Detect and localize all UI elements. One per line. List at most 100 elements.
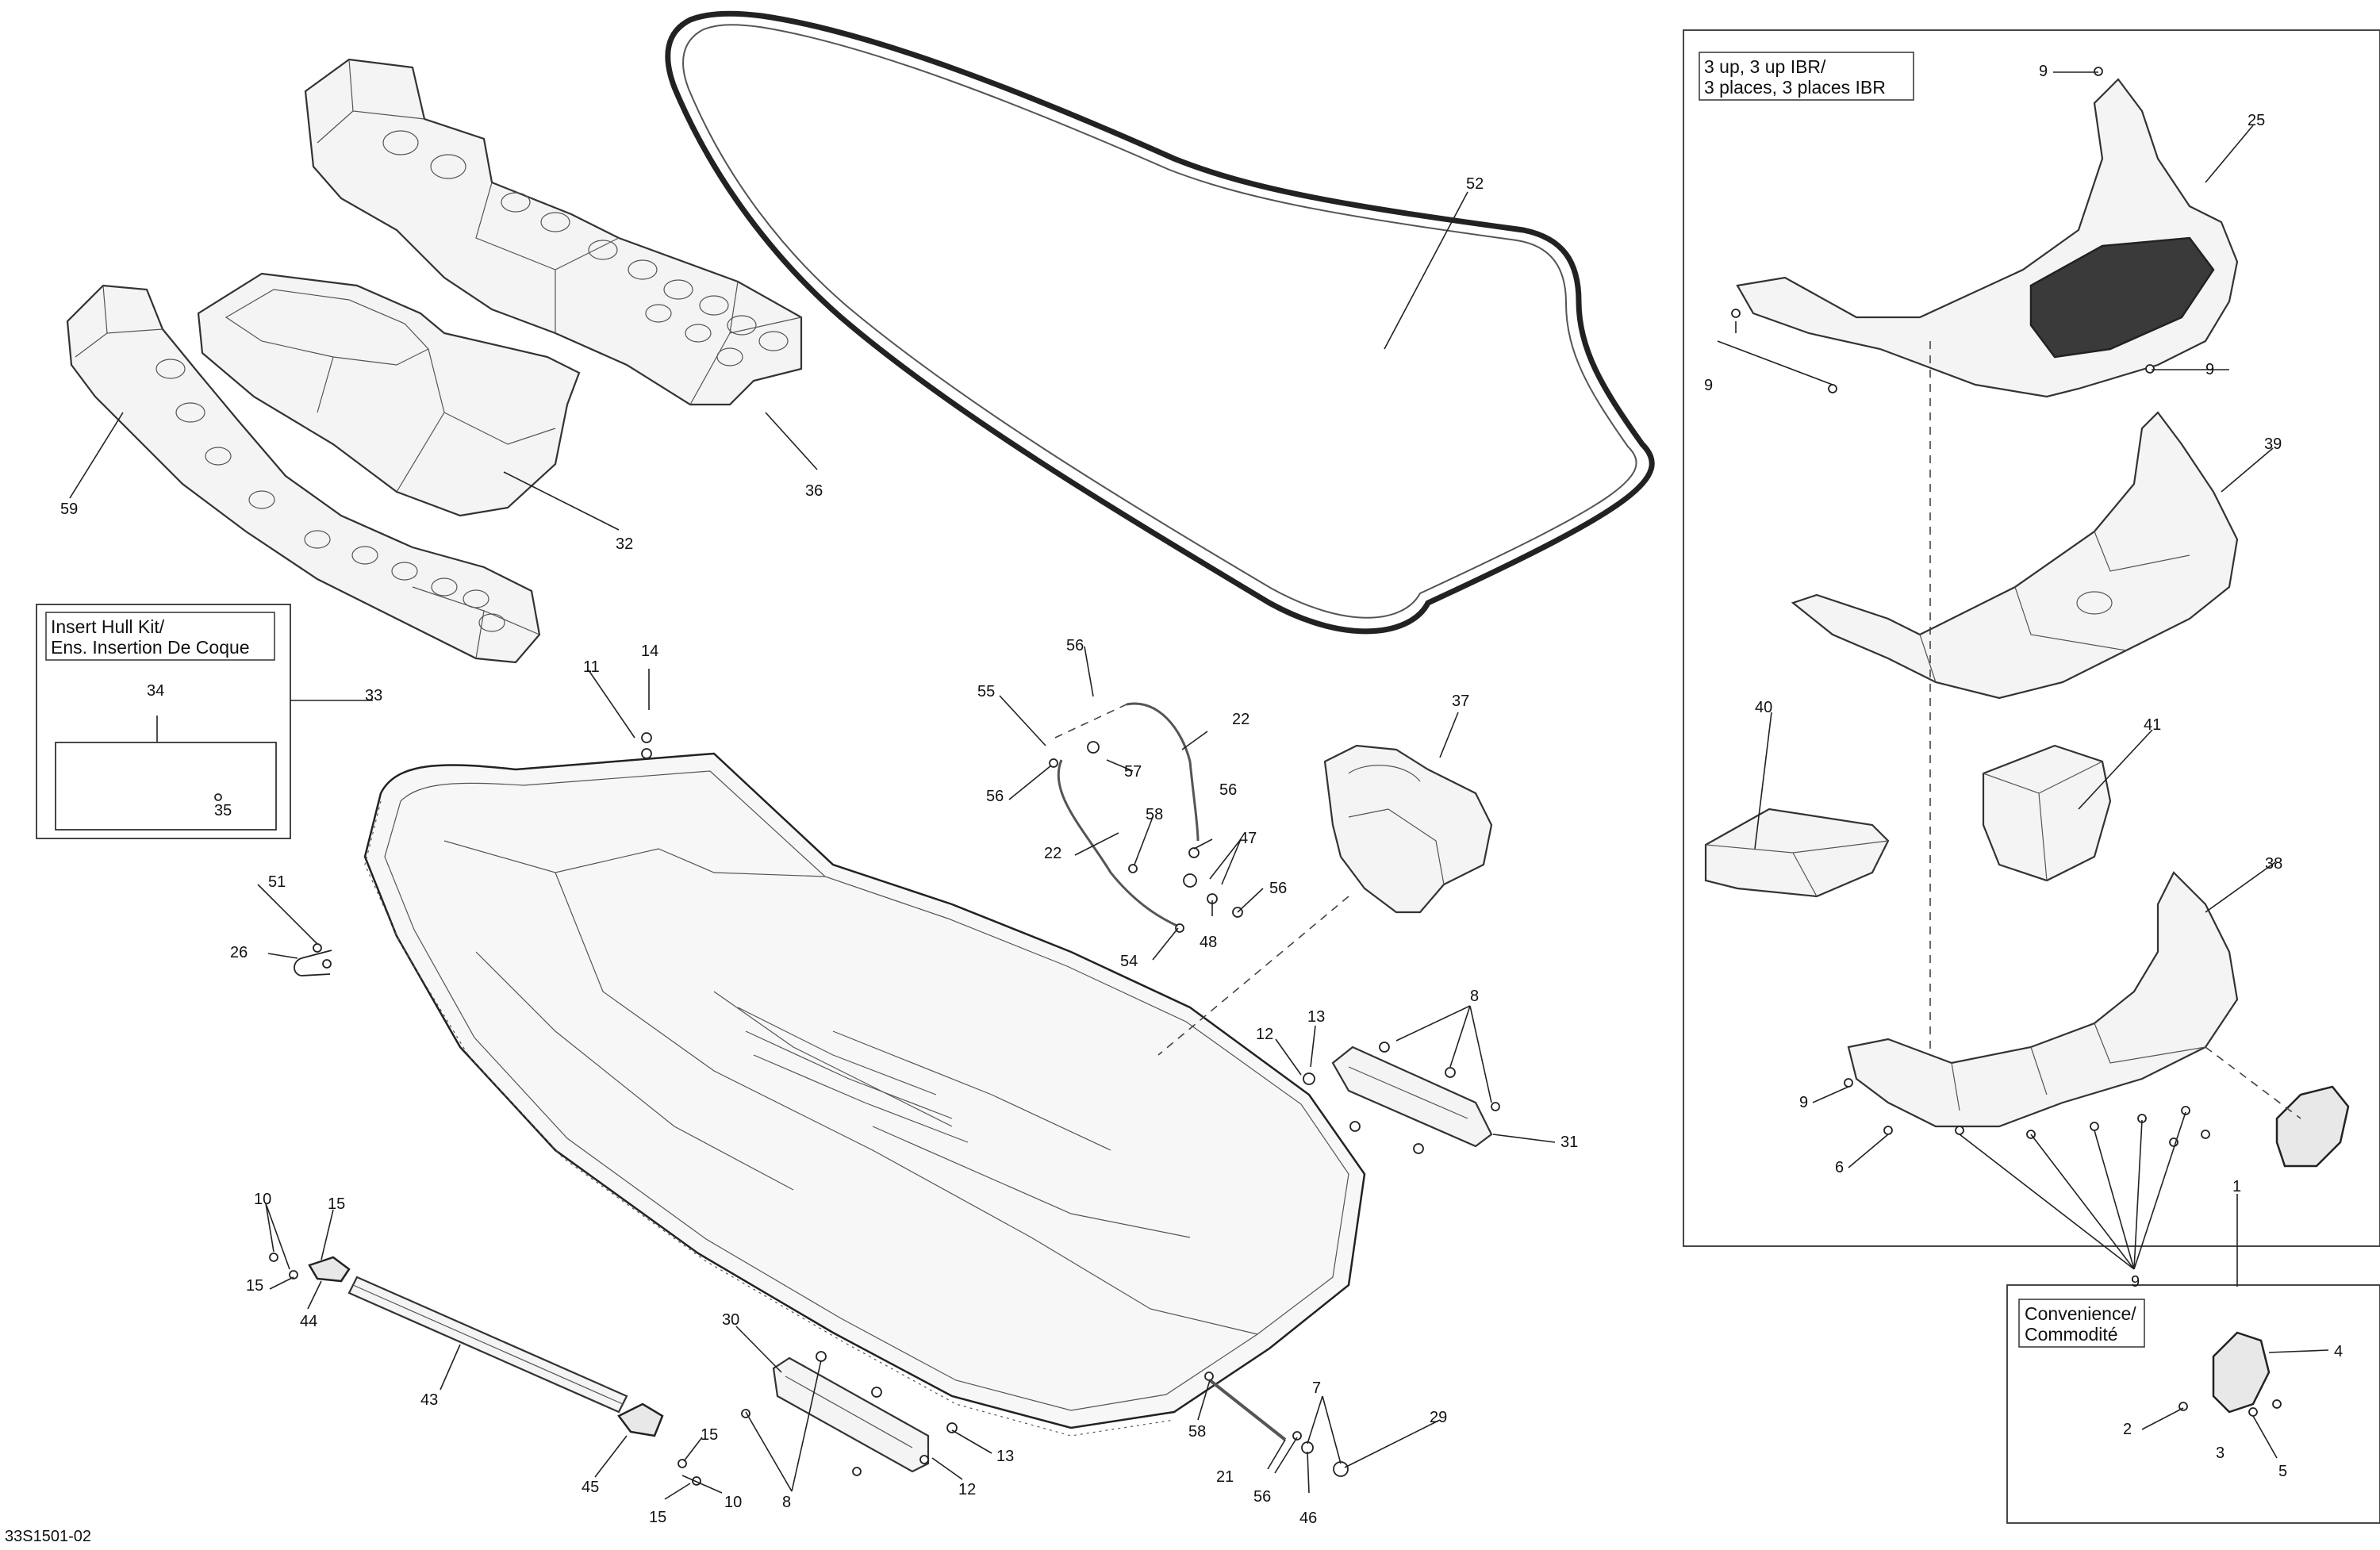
callout-10-left[interactable]: 10 [254,1191,271,1208]
callout-15-topleft[interactable]: 15 [328,1195,345,1213]
callout-11[interactable]: 11 [583,658,600,676]
callout-5[interactable]: 5 [2278,1463,2287,1480]
callout-36[interactable]: 36 [805,482,823,500]
callout-39[interactable]: 39 [2264,435,2282,453]
part-39-seat-frame[interactable] [1791,411,2239,700]
callout-38[interactable]: 38 [2265,855,2282,873]
leader-lines [69,71,2329,1500]
callout-9-base-left[interactable]: 9 [1799,1094,1808,1111]
callout-34[interactable]: 34 [147,682,164,700]
part-43-rail-strip[interactable] [347,1276,628,1414]
part-30-rail-plate[interactable] [772,1356,930,1473]
callout-41[interactable]: 41 [2144,716,2161,734]
part-45-clip[interactable] [617,1402,664,1437]
part-4-handle[interactable] [2212,1331,2271,1414]
callout-45[interactable]: 45 [582,1479,599,1496]
callout-43[interactable]: 43 [420,1391,438,1409]
insert-hull-kit-label-line1: Insert Hull Kit/ [51,616,165,637]
callout-55[interactable]: 55 [977,683,995,700]
three-up-panel [1683,29,2380,1247]
part-25-seat-cowl[interactable] [1736,78,2239,398]
part-33-hull[interactable] [363,752,1366,1437]
part-31-rail-plate[interactable] [1331,1045,1493,1148]
callout-8-right[interactable]: 8 [1470,988,1479,1005]
callout-15-bottom2[interactable]: 15 [649,1509,666,1526]
part-32-storage-tub[interactable] [197,272,581,517]
callout-56-right[interactable]: 56 [1269,880,1287,897]
assembly-axis-diagonal [2205,1046,2301,1119]
callout-56-bottom[interactable]: 56 [1253,1488,1271,1506]
part-37-vent-duct[interactable] [1323,744,1493,914]
three-up-label-line2: 3 places, 3 places IBR [1704,77,1886,98]
callout-58-bottom[interactable]: 58 [1188,1423,1206,1441]
callout-48[interactable]: 48 [1200,934,1217,951]
callout-1[interactable]: 1 [2232,1178,2241,1195]
callout-37[interactable]: 37 [1452,693,1469,710]
callout-12-bottom[interactable]: 12 [958,1481,976,1498]
callout-22-top[interactable]: 22 [1232,711,1250,728]
part-22-hose[interactable] [1057,702,1200,930]
insert-hull-kit-label-frame [45,612,275,661]
part-26-u-bolt[interactable] [294,950,332,976]
callout-13-right[interactable]: 13 [1307,1008,1325,1026]
callout-14[interactable]: 14 [641,643,658,660]
callout-9-base-bottom[interactable]: 9 [2131,1273,2140,1291]
part-36-foam-block[interactable] [304,58,803,406]
part-44-clip[interactable] [308,1256,351,1283]
part-40-tray[interactable] [1704,808,1890,898]
convenience-label-frame [2018,1299,2145,1348]
callout-32[interactable]: 32 [616,535,633,553]
callout-51[interactable]: 51 [268,873,286,891]
callout-31[interactable]: 31 [1560,1134,1578,1151]
callout-2[interactable]: 2 [2123,1421,2132,1438]
insert-hull-kit-box [36,604,291,839]
assembly-axis-hull [1157,896,1349,1056]
callout-15-left[interactable]: 15 [246,1277,263,1295]
callout-15-bottom1[interactable]: 15 [701,1426,718,1444]
part-52-seal-loop[interactable] [665,10,1655,635]
part-1-handle[interactable] [2275,1085,2350,1168]
callout-25[interactable]: 25 [2248,112,2265,129]
part-59-side-foam[interactable] [66,284,541,664]
callout-9-right[interactable]: 9 [2205,361,2214,378]
callout-57[interactable]: 57 [1124,763,1142,781]
callout-7[interactable]: 7 [1312,1379,1321,1397]
callout-56-mid[interactable]: 56 [1219,781,1237,799]
callout-56-top[interactable]: 56 [1066,637,1084,654]
callout-9-left[interactable]: 9 [1704,377,1713,394]
callout-40[interactable]: 40 [1755,699,1772,716]
part-21-rod[interactable] [1208,1379,1287,1441]
callout-29[interactable]: 29 [1430,1409,1447,1426]
part-41-box[interactable] [1982,744,2112,882]
callout-6[interactable]: 6 [1835,1159,1844,1176]
assembly-axis-hose [1054,704,1127,739]
insert-hull-kit-inner [55,742,277,831]
convenience-panel [2006,1284,2380,1524]
callout-59[interactable]: 59 [60,501,78,518]
callout-35[interactable]: 35 [214,802,232,819]
callout-4[interactable]: 4 [2334,1343,2343,1360]
callout-8-bottom[interactable]: 8 [782,1494,791,1511]
callout-33[interactable]: 33 [365,687,382,704]
callout-47[interactable]: 47 [1239,830,1257,847]
part-38-base-frame[interactable] [1847,871,2239,1128]
callout-44[interactable]: 44 [300,1313,317,1330]
callout-52[interactable]: 52 [1466,175,1484,193]
convenience-label-line1: Convenience/ [2025,1303,2136,1324]
callout-30[interactable]: 30 [722,1311,739,1329]
callout-13-bottom[interactable]: 13 [996,1448,1014,1465]
hardware [214,67,2282,1486]
callout-26[interactable]: 26 [230,944,248,961]
callout-10-bottom[interactable]: 10 [724,1494,742,1511]
callout-46[interactable]: 46 [1299,1510,1317,1527]
callout-58-top[interactable]: 58 [1146,806,1163,823]
callout-3[interactable]: 3 [2216,1444,2225,1462]
callout-54[interactable]: 54 [1120,953,1138,970]
callout-9-top[interactable]: 9 [2039,63,2048,80]
callout-22-left[interactable]: 22 [1044,845,1061,862]
callout-56-left[interactable]: 56 [986,788,1004,805]
three-up-label-frame [1699,52,1914,101]
callout-12-right[interactable]: 12 [1256,1026,1273,1043]
callout-21[interactable]: 21 [1216,1468,1234,1486]
